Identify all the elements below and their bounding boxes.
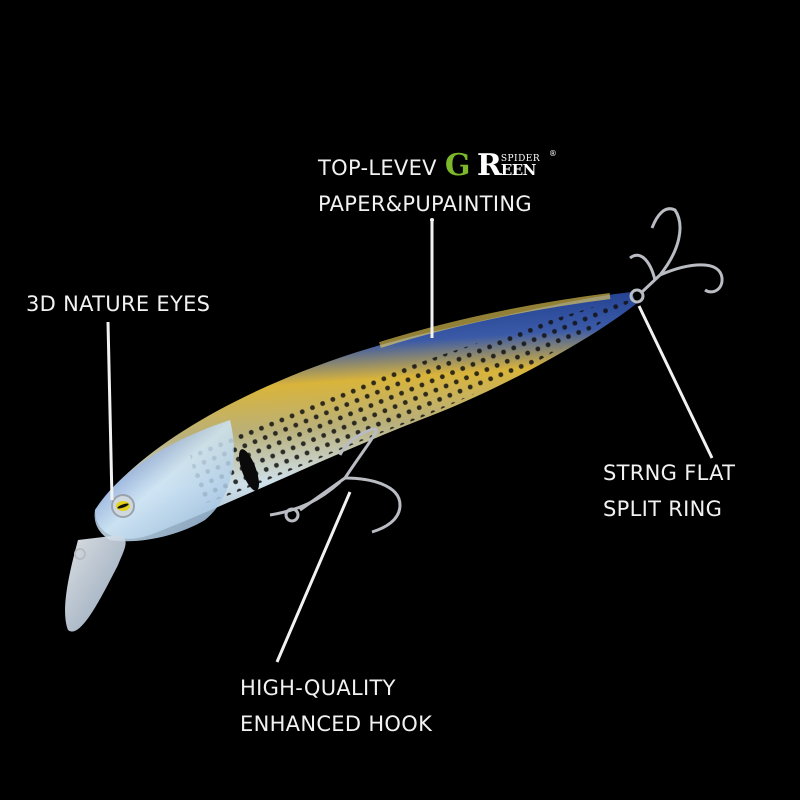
callout-hook-line2: ENHANCED HOOK [240,712,433,736]
callout-eyes: 3D NATURE EYES [26,286,210,322]
callout-split-ring-line2: SPLIT RING [603,497,723,521]
logo-letter-r: R [476,148,503,183]
callout-hook-line1: HIGH-QUALITY [240,676,396,700]
belly-treble-hook [269,427,402,534]
callout-line-hook [275,491,352,663]
callout-painting-line2: PAPER&PUPAINTING [318,192,533,216]
callout-hook: HIGH-QUALITY ENHANCED HOOK [240,670,432,742]
tail-treble-hook [629,207,724,304]
lure-body [94,292,636,542]
callout-line-split-ring [637,305,714,459]
logo-een-text: EEN [500,161,537,179]
eye [111,494,135,518]
registered-mark-icon: ® [548,149,558,158]
callout-split-ring-line1: STRNG FLAT [603,461,736,485]
callout-painting-prefix: TOP-LEVEV [318,156,437,180]
callout-eyes-text: 3D NATURE EYES [26,292,211,316]
logo-letter-g: G [444,148,471,183]
callout-line-eyes [106,321,114,501]
logo-spider-text: SPIDER [500,154,541,164]
diving-lip [65,535,126,632]
callout-split-ring: STRNG FLAT SPLIT RING [603,455,735,527]
